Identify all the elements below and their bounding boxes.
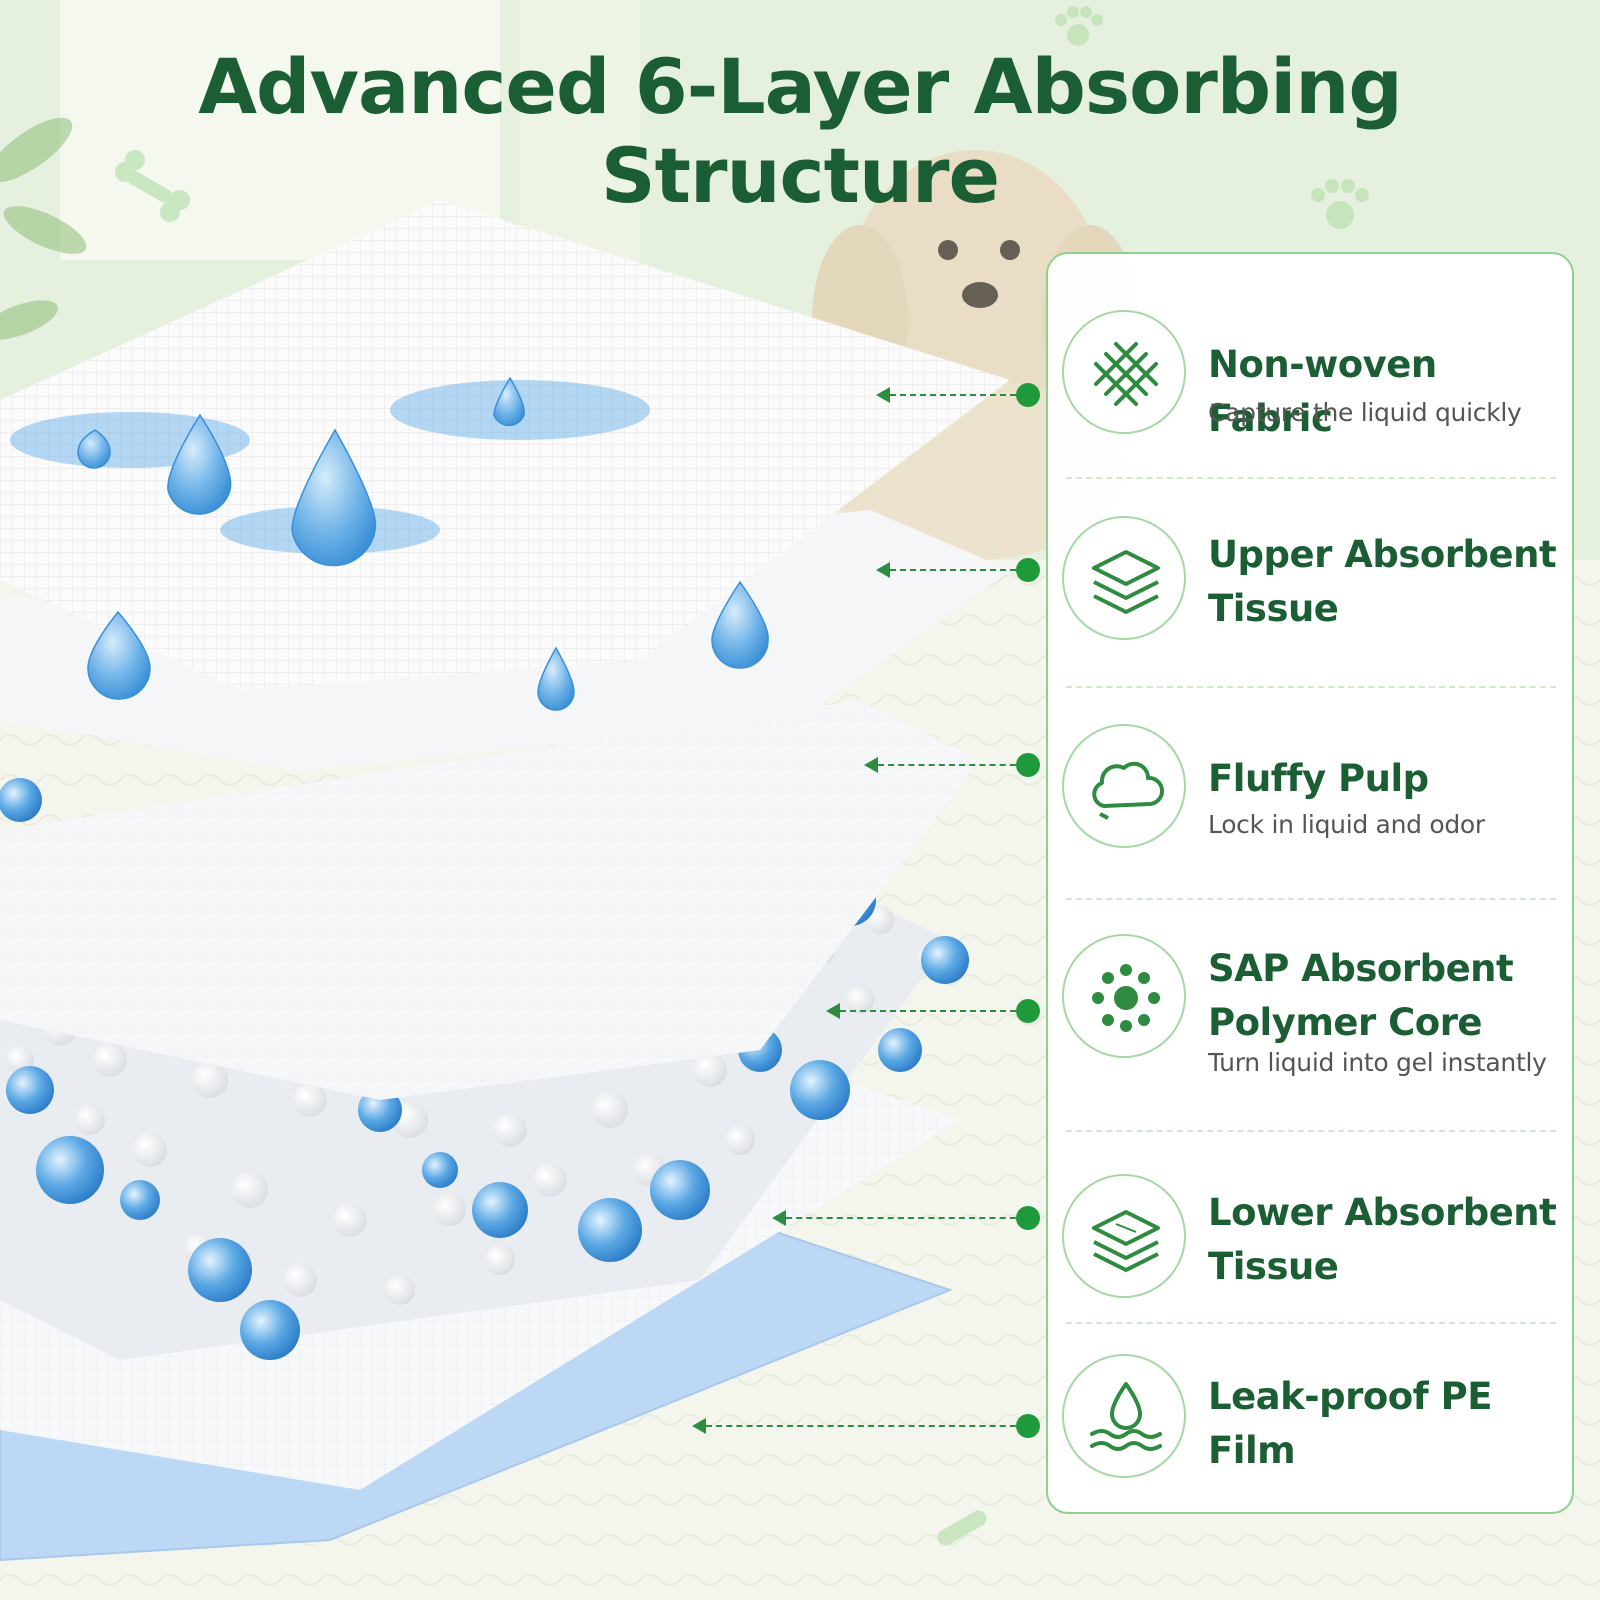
layer-label: SAP Absorbent Polymer Core	[1208, 947, 1514, 1044]
water-drop-waves-icon	[1062, 1354, 1186, 1478]
connector-non-woven-fabric	[876, 383, 1040, 407]
woven-mesh-icon	[1062, 310, 1186, 434]
page-title: Advanced 6-Layer Absorbing Structure	[198, 42, 1403, 220]
arrow-left-icon	[876, 562, 890, 578]
connector-leak-proof-film	[692, 1414, 1040, 1438]
layer-list-panel: Non-woven Fabric Capture the liquid quic…	[1046, 252, 1574, 1514]
arrow-left-icon	[692, 1418, 706, 1434]
arrow-left-icon	[876, 387, 890, 403]
arrow-left-icon	[826, 1003, 840, 1019]
layer-description: Capture the liquid quickly	[1208, 398, 1522, 427]
divider	[1066, 1322, 1556, 1324]
connector-fluffy-pulp	[864, 753, 1040, 777]
layer-description: Turn liquid into gel instantly	[1208, 1048, 1547, 1077]
layer-description: Lock in liquid and odor	[1208, 810, 1485, 839]
arrow-left-icon	[864, 757, 878, 773]
layer-label: Fluffy Pulp	[1208, 757, 1429, 800]
stacked-sheets-icon	[1062, 1174, 1186, 1298]
layer-label: Lower Absorbent Tissue	[1208, 1191, 1557, 1288]
connector-upper-absorbent-tissue	[876, 558, 1040, 582]
divider	[1066, 477, 1556, 479]
cloud-icon	[1062, 724, 1186, 848]
divider	[1066, 898, 1556, 900]
layer-label: Upper Absorbent Tissue	[1208, 533, 1557, 630]
layer-label: Leak-proof PE Film	[1208, 1375, 1493, 1472]
divider	[1066, 1130, 1556, 1132]
divider	[1066, 686, 1556, 688]
connector-sap-core	[826, 999, 1040, 1023]
layer-label: Non-woven Fabric	[1208, 343, 1437, 440]
polymer-dots-icon	[1062, 934, 1186, 1058]
stacked-layers-icon	[1062, 516, 1186, 640]
connector-lower-absorbent-tissue	[772, 1206, 1040, 1230]
arrow-left-icon	[772, 1210, 786, 1226]
